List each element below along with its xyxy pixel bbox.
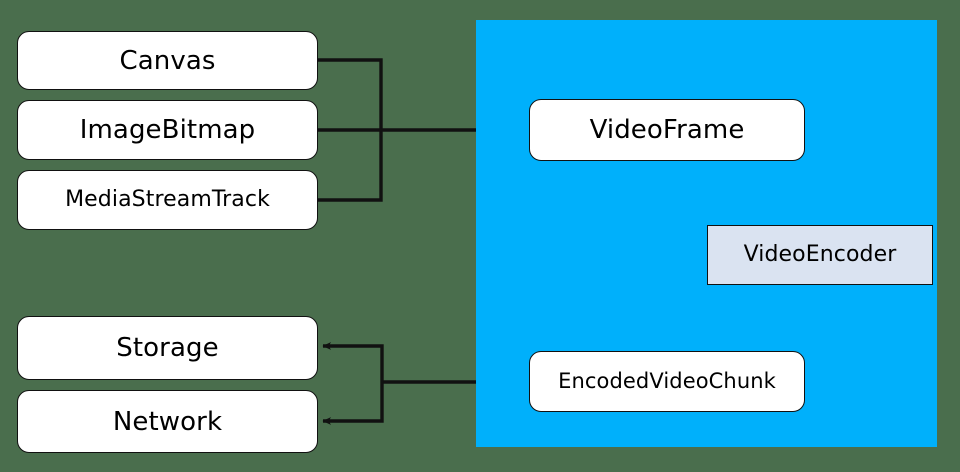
edge-canvas-to-videoframe bbox=[318, 58, 383, 130]
node-network-label: Network bbox=[112, 406, 223, 437]
node-encoded-video-chunk-label: EncodedVideoChunk bbox=[558, 369, 776, 393]
node-video-encoder-label: VideoEncoder bbox=[743, 242, 897, 267]
node-network[interactable]: Network bbox=[17, 390, 318, 453]
node-canvas[interactable]: Canvas bbox=[17, 31, 318, 90]
node-media-stream-track-label: MediaStreamTrack bbox=[65, 187, 270, 212]
node-canvas-label: Canvas bbox=[119, 45, 216, 76]
node-video-frame[interactable]: VideoFrame bbox=[529, 99, 805, 161]
node-video-encoder[interactable]: VideoEncoder bbox=[707, 225, 933, 285]
node-storage[interactable]: Storage bbox=[17, 316, 318, 380]
node-image-bitmap[interactable]: ImageBitmap bbox=[17, 100, 318, 160]
node-storage-label: Storage bbox=[116, 333, 219, 363]
node-image-bitmap-label: ImageBitmap bbox=[79, 115, 256, 145]
node-encoded-video-chunk[interactable]: EncodedVideoChunk bbox=[529, 351, 805, 412]
edge-encodedvideochunk-to-storage bbox=[322, 342, 384, 382]
node-video-frame-label: VideoFrame bbox=[589, 115, 745, 145]
node-media-stream-track[interactable]: MediaStreamTrack bbox=[17, 170, 318, 230]
edge-encodedvideochunk-to-network bbox=[322, 382, 384, 425]
edge-mediastreamtrack-to-videoframe bbox=[318, 130, 383, 202]
